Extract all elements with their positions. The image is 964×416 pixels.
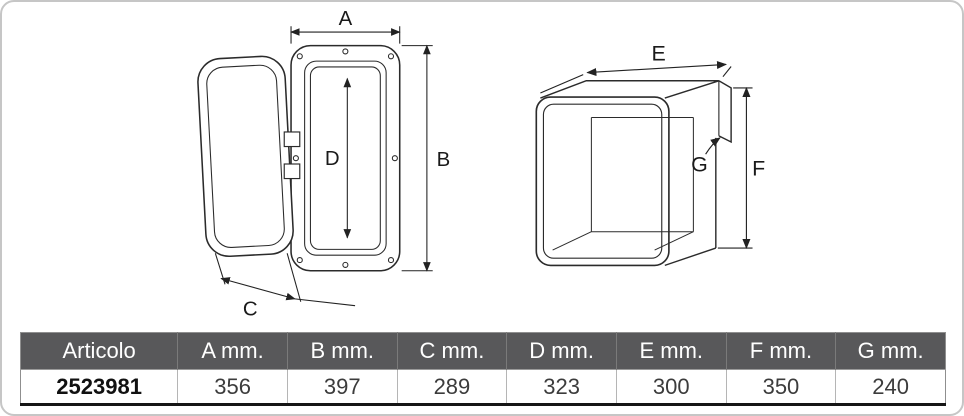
hatch-open-view-drawing: A B D C (196, 8, 450, 320)
dimension-lines-left-view (214, 26, 433, 307)
flange-outline (718, 80, 732, 144)
table-header-f: F mm. (725, 332, 836, 370)
value-a-cell: 356 (177, 369, 288, 405)
dim-label-e: E (651, 42, 665, 65)
dim-label-f: F (752, 157, 765, 181)
liner-outline (534, 80, 732, 267)
screw-holes (292, 48, 398, 268)
table-header-c: C mm. (396, 332, 507, 370)
value-e-cell: 300 (615, 369, 727, 405)
liner-interior-lines (551, 116, 694, 251)
dim-label-d: D (324, 148, 339, 170)
value-d-cell: 323 (506, 369, 617, 405)
value-g-cell: 240 (835, 369, 946, 405)
dim-label-a: A (338, 8, 352, 30)
table-header-e: E mm. (615, 332, 727, 370)
dimensions-table: Articolo A mm. B mm. C mm. D mm. E mm. F… (20, 332, 946, 406)
table-header-g: G mm. (835, 332, 946, 370)
dimension-lines-right-view (539, 60, 753, 250)
article-number-cell: 2523981 (20, 369, 178, 405)
table-header-articolo: Articolo (20, 332, 178, 370)
open-lid-outline (196, 55, 294, 258)
value-b-cell: 397 (286, 369, 398, 405)
table-header-d: D mm. (506, 332, 617, 370)
hinges (283, 131, 300, 180)
value-c-cell: 289 (396, 369, 507, 405)
dim-label-b: B (436, 149, 450, 171)
table-header-a: A mm. (177, 332, 288, 370)
value-f-cell: 350 (725, 369, 836, 405)
liner-3d-view-drawing: E G F (534, 42, 765, 267)
dim-label-g: G (691, 153, 708, 177)
technical-drawing-area: A B D C (2, 2, 962, 332)
table-row: 2523981 356 397 289 323 300 350 240 (20, 369, 946, 405)
dim-label-c: C (242, 298, 257, 320)
table-header-b: B mm. (286, 332, 398, 370)
hatch-frame-outline (289, 44, 400, 272)
table-header-row: Articolo A mm. B mm. C mm. D mm. E mm. F… (20, 332, 946, 370)
